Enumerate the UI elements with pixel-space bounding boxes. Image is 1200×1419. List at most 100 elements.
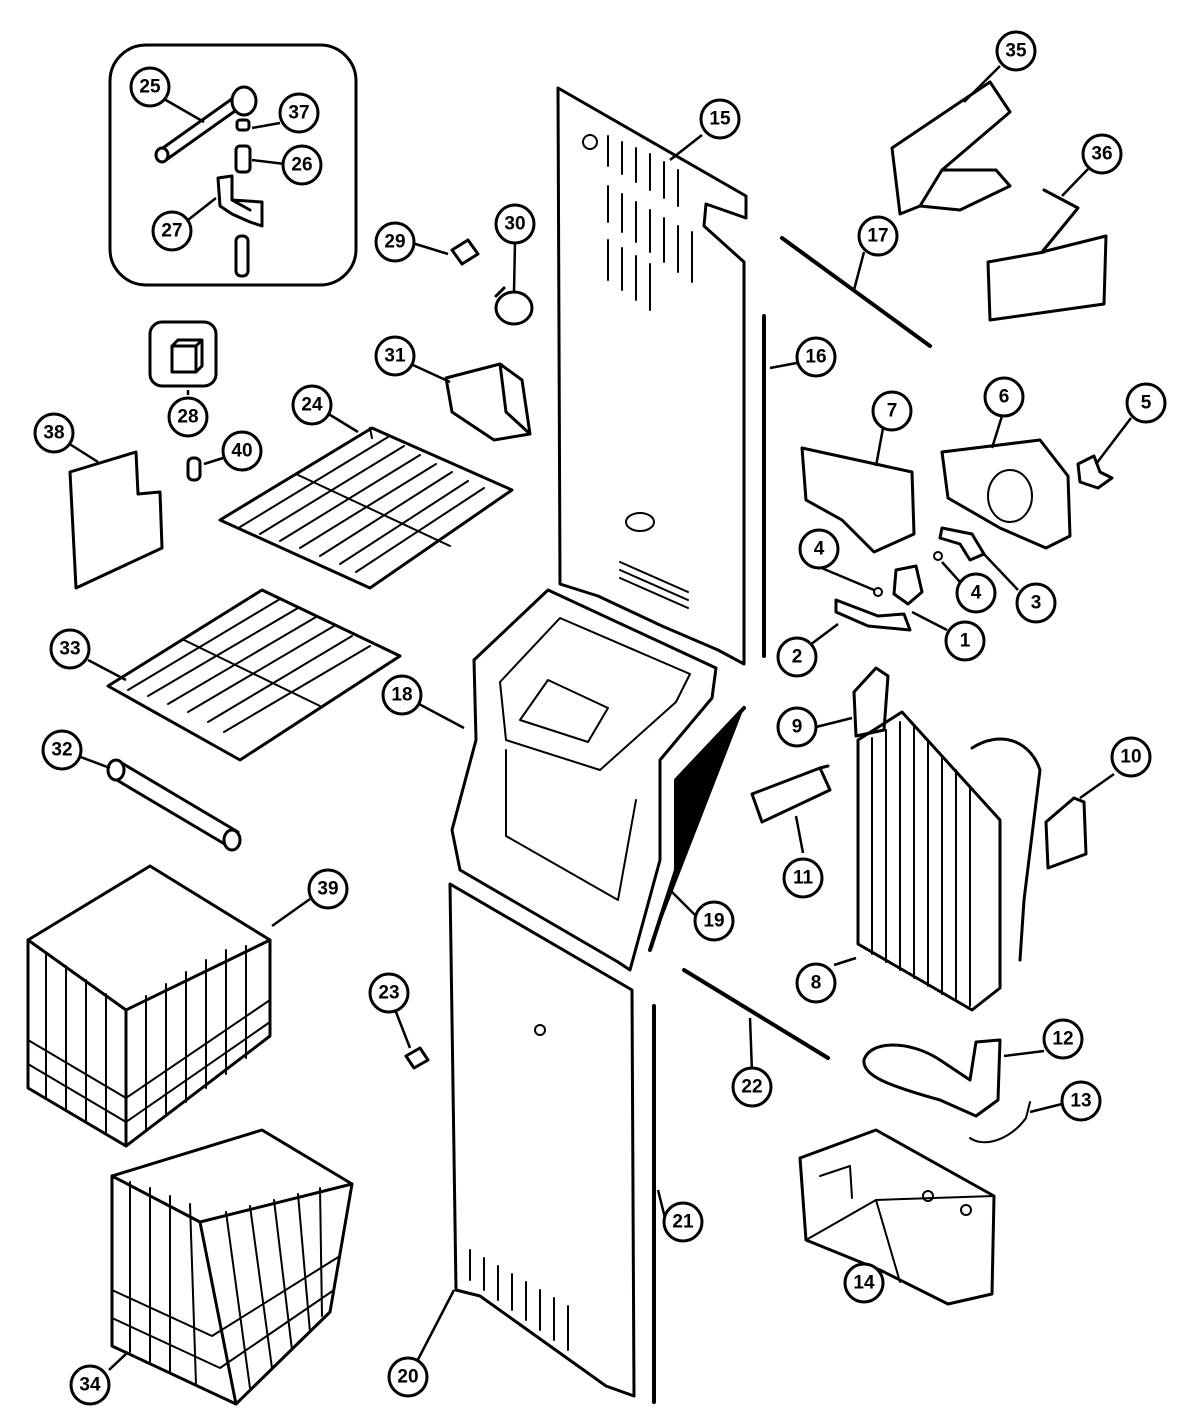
part-9-clip (852, 666, 890, 738)
part-30-bulb (494, 286, 534, 326)
part-lower-tube (234, 234, 250, 278)
part-11-block (750, 764, 832, 824)
callout-1: 1 (944, 620, 986, 662)
callout-circle (731, 1066, 773, 1108)
callout-4a: 4 (798, 528, 840, 570)
callout-label: 39 (317, 879, 338, 900)
callout-7: 7 (871, 390, 913, 432)
callout-label: 36 (1091, 144, 1112, 165)
callout-35: 35 (995, 30, 1037, 72)
callout-label: 17 (867, 226, 888, 247)
part-15-rear-panel (556, 86, 748, 666)
callout-circle (278, 92, 320, 134)
callout-27: 27 (151, 210, 193, 252)
callout-17: 17 (857, 215, 899, 257)
part-17-strip (780, 236, 932, 348)
part-26-sleeve (234, 144, 252, 174)
callout-circle (307, 868, 349, 910)
part-13-wire (969, 1101, 1031, 1144)
part-18-evaporator-cover (450, 588, 718, 972)
callout-circle (693, 900, 735, 942)
callout-31: 31 (374, 335, 416, 377)
part-14-drain-pan (798, 1128, 996, 1306)
callout-15: 15 (699, 98, 741, 140)
part-8-evaporator (856, 710, 1042, 1012)
callout-22: 22 (731, 1066, 773, 1108)
part-33-wire-shelf (106, 588, 402, 762)
callout-circle (1042, 1018, 1084, 1060)
callout-2: 2 (776, 636, 818, 678)
callout-circle (33, 412, 75, 454)
callout-label: 33 (59, 639, 80, 660)
part-20-lower-panel (448, 882, 636, 1398)
part-19-strip (648, 706, 746, 952)
part-37-ring (235, 118, 251, 132)
callout-16: 16 (795, 336, 837, 378)
callout-circle (995, 30, 1037, 72)
part-7-gasket (800, 446, 916, 554)
callout-circle (857, 215, 899, 257)
callout-circle (782, 857, 824, 899)
callout-14: 14 (843, 1262, 885, 1304)
callout-39: 39 (307, 868, 349, 910)
inset-box (108, 43, 358, 287)
part-24-wire-shelf (218, 426, 514, 590)
callout-32: 32 (41, 729, 83, 771)
part-28-switch (148, 320, 218, 388)
callout-10: 10 (1110, 736, 1152, 778)
callout-circle (49, 628, 91, 670)
callout-label: 24 (301, 395, 323, 416)
callout-3: 3 (1015, 582, 1057, 624)
callout-label: 13 (1070, 1091, 1091, 1112)
part-2-motor-bracket (834, 598, 912, 632)
callout-12: 12 (1042, 1018, 1084, 1060)
callout-9: 9 (776, 706, 818, 748)
callout-11: 11 (782, 857, 824, 899)
part-6-fan-shroud (940, 438, 1072, 550)
callout-circle (1015, 582, 1057, 624)
callout-label: 34 (79, 1375, 101, 1396)
callout-circle (955, 572, 997, 614)
part-32-roller (106, 758, 242, 852)
callout-19: 19 (693, 900, 735, 942)
callout-34: 34 (69, 1364, 111, 1406)
callout-circle (983, 376, 1025, 418)
part-10-clip (1044, 796, 1088, 870)
callout-label: 38 (43, 423, 64, 444)
callout-label: 22 (741, 1077, 762, 1098)
part-36-gasket (986, 188, 1108, 322)
part-4-screw (873, 587, 883, 597)
part-4-screw (933, 551, 943, 561)
callout-label: 21 (672, 1212, 694, 1233)
callout-38: 38 (33, 412, 75, 454)
callout-label: 14 (853, 1273, 875, 1294)
callout-label: 15 (709, 109, 731, 130)
callout-label: 11 (793, 868, 814, 889)
callout-circle (871, 390, 913, 432)
callout-circle (795, 962, 837, 1004)
callout-29: 29 (374, 221, 416, 263)
callout-circle (662, 1201, 704, 1243)
callout-label: 32 (51, 740, 72, 761)
callout-circle (291, 384, 333, 426)
callout-label: 18 (391, 685, 412, 706)
callouts: 25 37 26 27 29 30 31 28 24 40 38 33 32 3… (33, 30, 1167, 1406)
part-12-heater (862, 1038, 1002, 1118)
callout-label: 40 (231, 441, 252, 462)
callout-label: 3 (1031, 593, 1042, 614)
part-35-bracket (890, 80, 1012, 216)
callout-label: 7 (887, 401, 898, 422)
callout-label: 29 (384, 232, 405, 253)
callout-circle (795, 336, 837, 378)
callout-circle (1125, 382, 1167, 424)
leader-lines (67, 65, 1132, 1374)
callout-30: 30 (494, 203, 536, 245)
callout-circle (374, 221, 416, 263)
callout-label: 20 (397, 1367, 418, 1388)
part-38-cover (68, 450, 164, 590)
callout-26: 26 (281, 144, 323, 186)
part-39-basket (26, 864, 272, 1148)
callout-circle (41, 729, 83, 771)
part-22-strip (682, 968, 830, 1060)
callout-circle (381, 674, 423, 716)
